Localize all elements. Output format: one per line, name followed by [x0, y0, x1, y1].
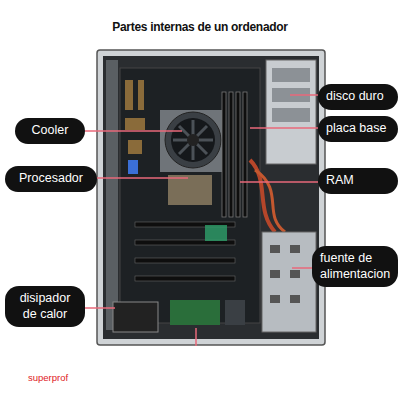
part-label: fuente de alimentacion — [312, 246, 398, 287]
part-label: disco duro — [318, 84, 398, 110]
watermark: superprof — [28, 372, 68, 383]
diagram-title: Partes internas de un ordenador — [0, 20, 400, 34]
part-label: placa base — [318, 116, 398, 142]
part-label: disipador de calor — [5, 286, 85, 327]
part-name: disco duro — [326, 89, 390, 105]
part-name: RAM — [326, 173, 390, 189]
part-name: Cooler — [23, 123, 77, 139]
part-label: RAM — [318, 168, 398, 194]
part-name: Procesador — [13, 171, 89, 187]
part-name: fuente de alimentacion — [320, 251, 390, 282]
part-label: Procesador — [5, 166, 97, 192]
part-label: Cooler — [15, 118, 85, 144]
part-name: disipador de calor — [13, 291, 77, 322]
part-name: placa base — [326, 121, 390, 137]
